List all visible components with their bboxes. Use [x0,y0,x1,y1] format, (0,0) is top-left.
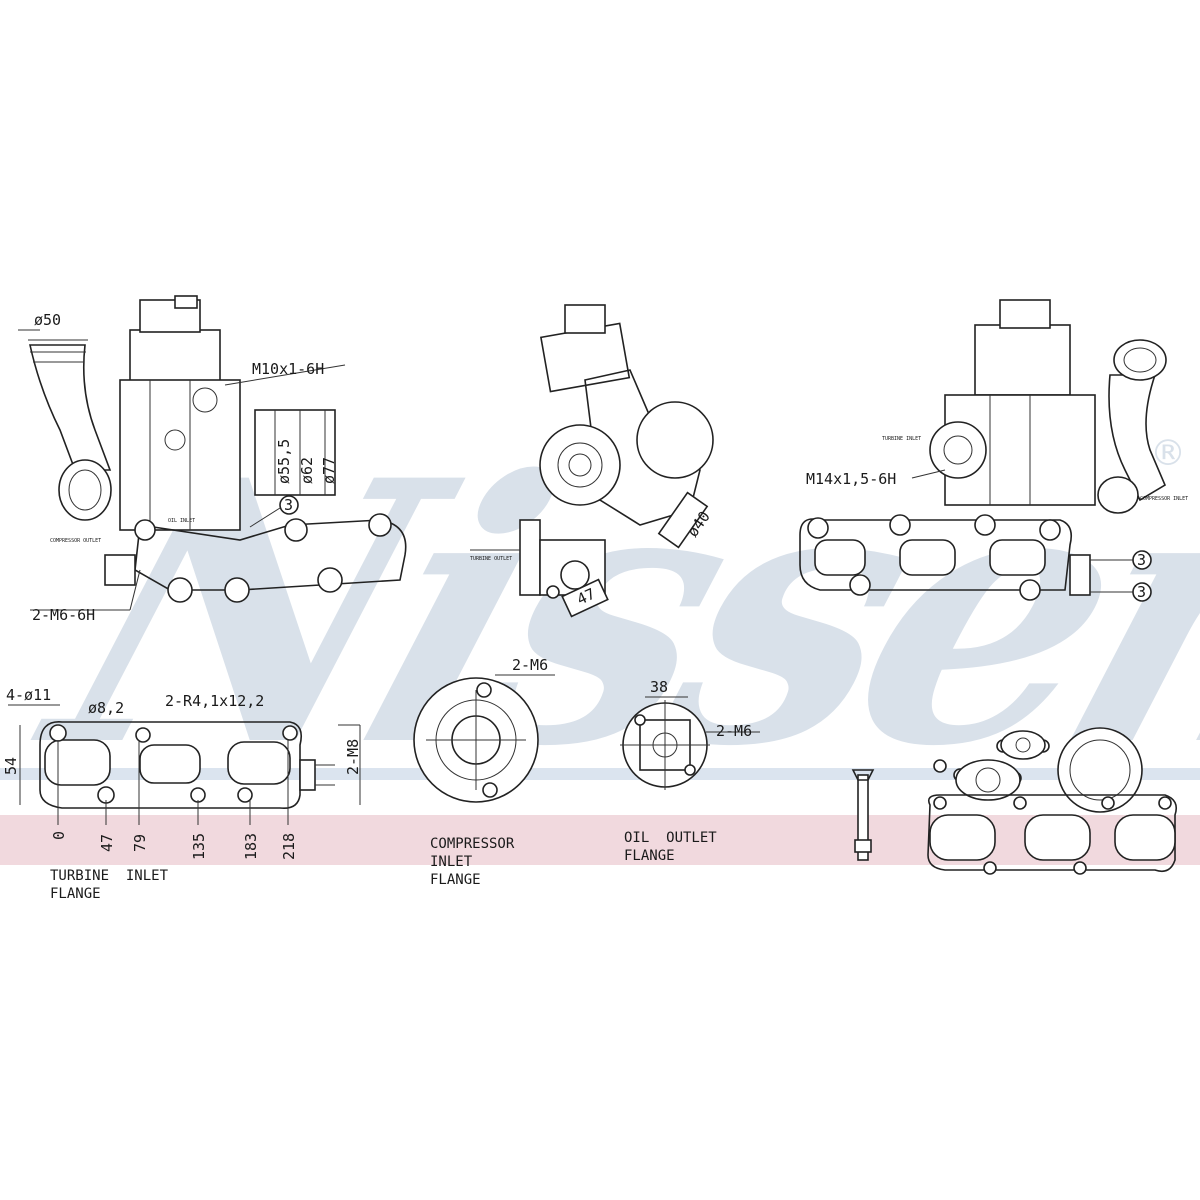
dim-d8-2: ø8,2 [88,699,124,717]
dim-thread-m14: M14x1,5-6H [806,470,896,488]
caption-oil-flange: FLANGE [624,848,675,864]
dim-studs-m6-oil: 2-M6 [716,722,752,740]
dim-slots: 2-R4,1x12,2 [165,692,264,710]
turbine-inlet-flange: 4-ø11 ø8,2 2-R4,1x12,2 54 2-M8 0 47 79 1… [2,686,362,902]
callout-3: 3 [284,496,293,514]
dim-studs-m6-comp: 2-M6 [512,656,548,674]
dim-d55: ø55,5 [275,439,293,484]
dim-thread-m10: M10x1-6H [252,360,324,378]
dim-x-0: 0 [50,831,68,840]
caption-turbine-inlet: TURBINE INLET [50,868,169,884]
caption-compressor-flange: FLANGE [430,872,481,888]
dim-47: 47 [574,585,598,609]
callout-3a: 3 [1137,551,1146,569]
caption-oil-outlet: OIL OUTLET [624,830,717,846]
caption-compressor-inlet: INLET [430,854,473,870]
pink-band [0,815,1200,865]
tag-turbine-outlet: TURBINE OUTLET [470,556,512,562]
dim-d77: ø77 [320,457,338,484]
tag-oil-inlet: OIL INLET [168,518,195,524]
tag-turbine-inlet: TURBINE INLET [882,436,921,442]
dim-inlet-diameter: ø50 [34,311,61,329]
dim-x-135: 135 [190,833,208,860]
tag-compressor-inlet: COMPRESSOR INLET [1140,496,1188,502]
dim-x-218: 218 [280,833,298,860]
dim-x-183: 183 [242,833,260,860]
dim-side-m8: 2-M8 [344,739,362,775]
tag-compressor-outlet: COMPRESSOR OUTLET [50,538,101,544]
dim-holes-4-d11: 4-ø11 [6,686,51,704]
dim-width-38: 38 [650,678,668,696]
oil-outlet-flange: 38 2-M6 OIL OUTLET FLANGE [620,678,760,864]
turbo-view-right: M14x1,5-6H 3 3 TURBINE INLET COMPRESSOR … [799,299,1188,602]
dim-x-79: 79 [131,834,149,852]
caption-compressor: COMPRESSOR [430,836,515,852]
compressor-inlet-flange: 2-M6 COMPRESSOR INLET FLANGE [413,656,555,888]
dim-height-54: 54 [2,757,20,775]
dim-d62: ø62 [298,457,316,484]
dim-studs-m6: 2-M6-6H [32,606,95,624]
turbo-view-left: ø50 M10x1-6H ø55,5 ø62 ø77 3 2-M6-6H OIL… [18,295,407,624]
caption-turbine-flange: FLANGE [50,886,101,902]
gasket-kit [851,727,1178,875]
callout-3b: 3 [1137,583,1146,601]
registered-mark: ® [1150,433,1186,474]
dim-x-47: 47 [98,834,116,852]
